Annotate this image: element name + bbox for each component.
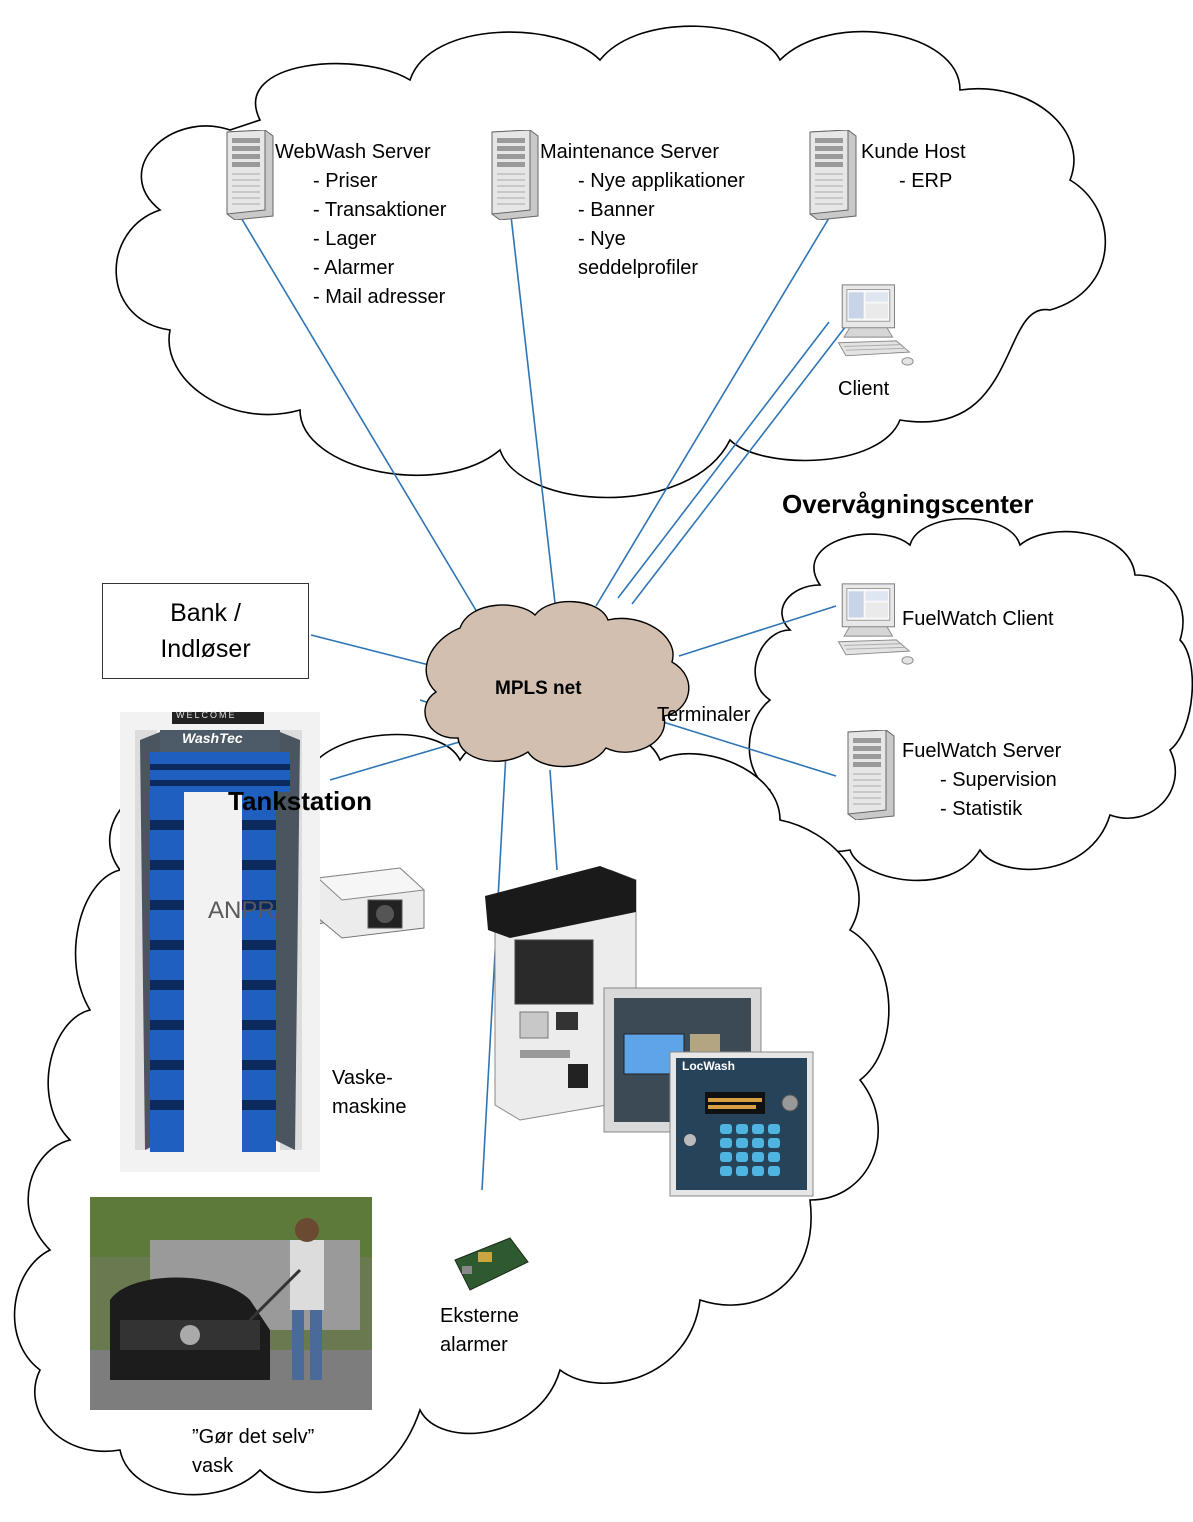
external-alarms-line: alarmer: [440, 1334, 508, 1356]
welcome-sign: WELCOME: [176, 710, 237, 720]
fuelwatch-server-icon: [847, 730, 895, 820]
bank-box: Bank / Indløser: [102, 583, 309, 679]
self-wash-label: ”Gør det selv” vask: [192, 1423, 314, 1481]
terminals-label: Terminaler: [657, 704, 751, 726]
webwash-item: - Lager: [313, 228, 377, 250]
fuelwatch-server-item: - Statistik: [940, 798, 1023, 820]
maintenance-item: - Banner: [578, 199, 655, 221]
external-alarms-label: Eksterne alarmer: [440, 1302, 519, 1360]
maintenance-server-title: Maintenance Server: [540, 141, 719, 163]
fuelwatch-server-label: FuelWatch Server - Supervision - Statist…: [902, 737, 1061, 824]
monitoring-center-heading: Overvågningscenter: [782, 489, 1034, 519]
self-wash-line: vask: [192, 1455, 234, 1477]
maintenance-server-icon: [491, 130, 539, 220]
station-heading: Tankstation: [228, 786, 372, 816]
webwash-item: - Priser: [313, 170, 378, 192]
anpr-label: ANPR: [208, 897, 275, 924]
kunde-host-item: - ERP: [899, 170, 953, 192]
webwash-server-icon: [226, 130, 274, 220]
locwash-logo: LocWash: [682, 1059, 735, 1073]
self-wash-photo: [90, 1197, 372, 1410]
network-links: [239, 215, 847, 1191]
monitoring-cloud: [748, 518, 1193, 882]
webwash-server-title: WebWash Server: [275, 141, 431, 163]
wash-machine-line: maskine: [332, 1096, 407, 1118]
maintenance-server-label: Maintenance Server - Nye applikationer -…: [540, 138, 745, 283]
webwash-item: - Alarmer: [313, 257, 395, 279]
fuelwatch-server-item: - Supervision: [940, 769, 1057, 791]
maintenance-item: seddelprofiler: [578, 257, 699, 279]
fuelwatch-client-label: FuelWatch Client: [902, 608, 1054, 630]
maintenance-item: - Nye: [578, 228, 626, 250]
alarm-board-icon: [454, 1237, 529, 1291]
car-wash-machine-icon: [120, 712, 320, 1172]
webwash-item: - Mail adresser: [313, 286, 446, 308]
washtec-logo: WashTec: [182, 730, 243, 746]
kunde-host-label: Kunde Host - ERP: [861, 138, 966, 196]
mpls-label: MPLS net: [495, 678, 582, 699]
client-label: Client: [838, 378, 890, 400]
kunde-host-title: Kunde Host: [861, 141, 966, 163]
bank-line-1: Bank /: [170, 599, 241, 627]
maintenance-item: - Nye applikationer: [578, 170, 745, 192]
webwash-server-label: WebWash Server - Priser - Transaktioner …: [275, 138, 446, 312]
locwash-terminal-icon: [669, 1051, 814, 1197]
mpls-cloud: [424, 601, 690, 768]
wash-machine-line: Vaske-: [332, 1067, 393, 1089]
self-wash-line: ”Gør det selv”: [192, 1426, 315, 1448]
kunde-host-server-icon: [809, 130, 857, 220]
wash-machine-label: Vaske- maskine: [332, 1064, 406, 1122]
central-cloud: [115, 25, 1107, 499]
external-alarms-line: Eksterne: [440, 1305, 519, 1327]
fuelwatch-server-title: FuelWatch Server: [902, 740, 1062, 762]
bank-line-2: Indløser: [160, 635, 251, 663]
webwash-item: - Transaktioner: [313, 199, 447, 221]
